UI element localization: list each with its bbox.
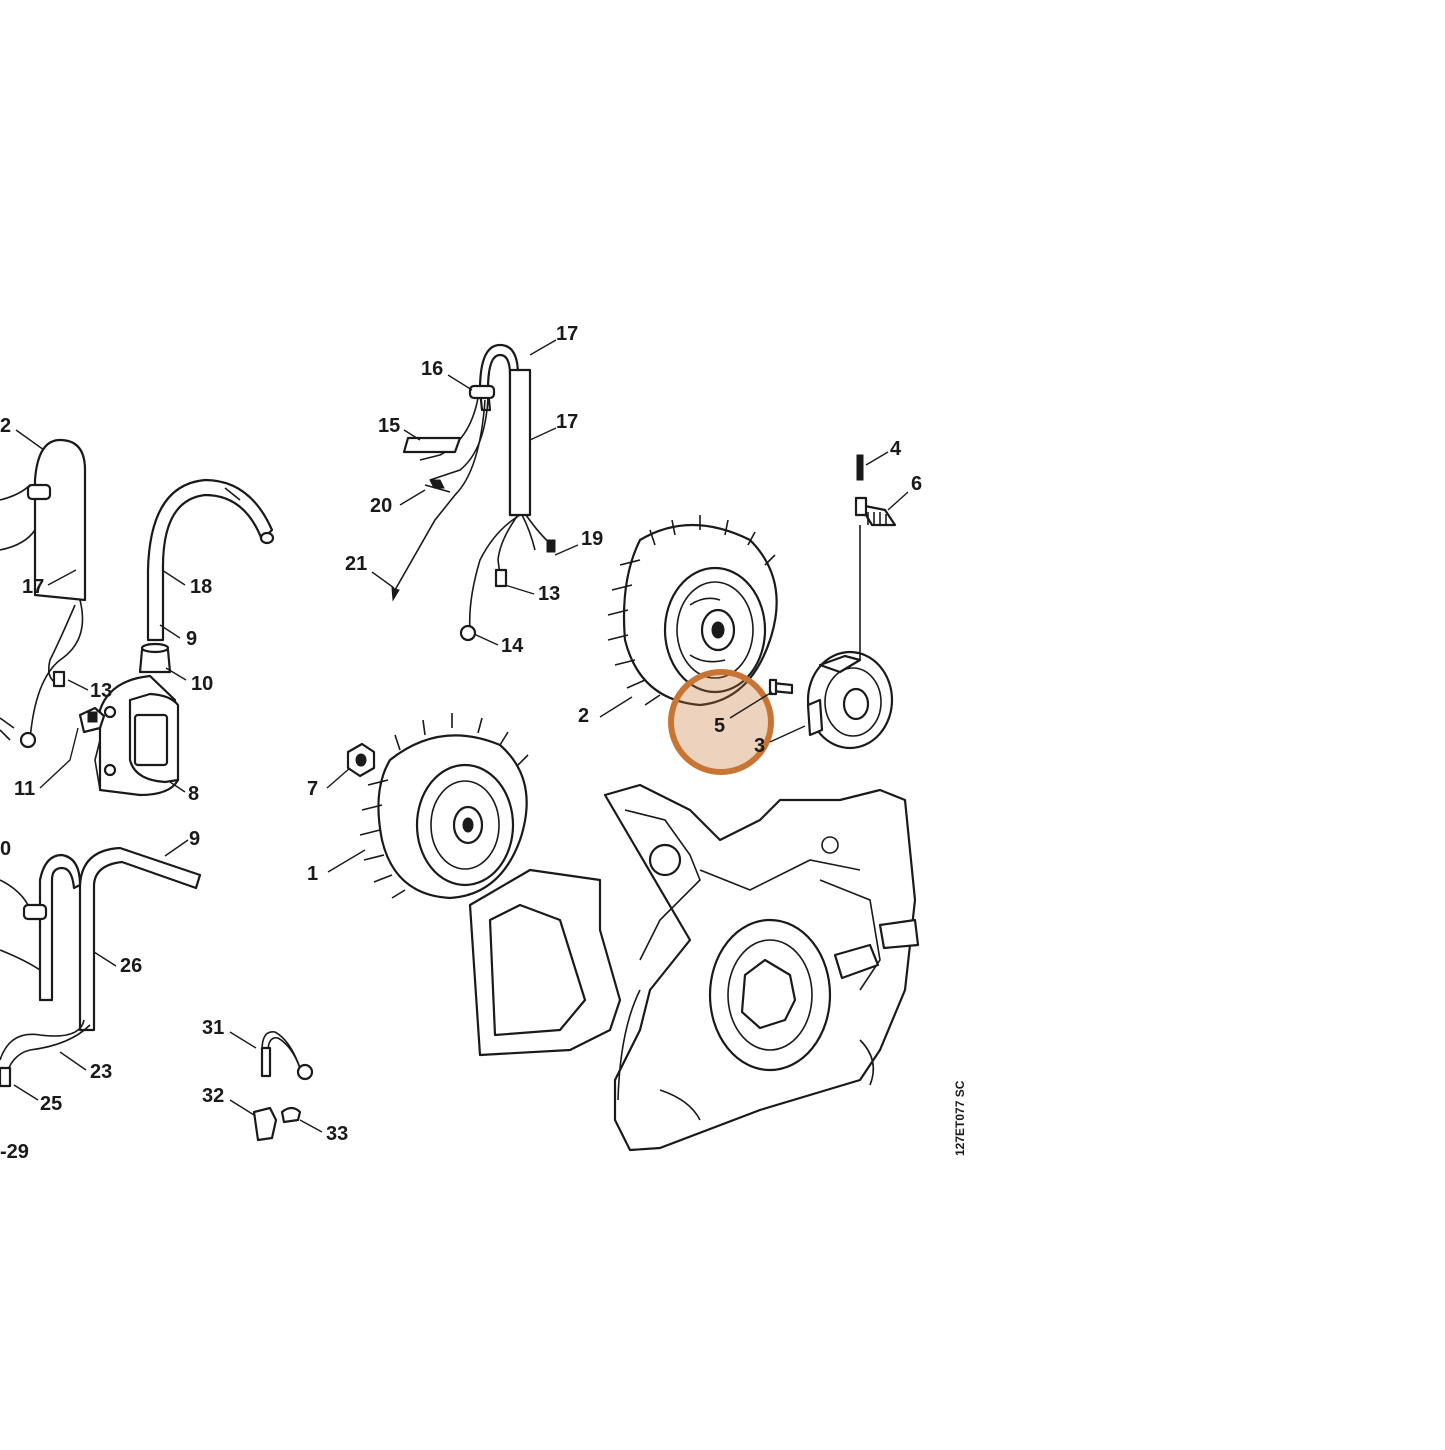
- callout-17-lead: 18: [190, 576, 212, 598]
- crankcase-housing: [468, 783, 920, 1152]
- callout-labels: 17 16 17 15 20 21 19 13 14 2 5 3 4 6 7 1…: [0, 323, 922, 1163]
- flywheel-nut: [346, 742, 376, 778]
- callout-8: 8: [188, 783, 199, 805]
- callout-33: 33: [326, 1123, 348, 1145]
- callout-31: 31: [202, 1017, 224, 1039]
- callout-29: -29: [0, 1141, 29, 1163]
- left-lower-harness: [0, 846, 202, 1088]
- callout-15: 15: [378, 415, 400, 437]
- callout-6: 6: [911, 473, 922, 495]
- callout-32: 32: [202, 1085, 224, 1107]
- callout-17: 17: [556, 411, 578, 433]
- small-parts: [252, 1106, 302, 1142]
- callout-20-left: 0: [0, 838, 11, 860]
- callout-9-lower: 9: [189, 828, 200, 850]
- callout-25: 25: [40, 1093, 62, 1115]
- callout-21: 21: [345, 553, 367, 575]
- callout-3: 3: [754, 735, 765, 757]
- callout-13: 13: [538, 583, 560, 605]
- callout-16: 16: [421, 358, 443, 380]
- callout-19: 19: [581, 528, 603, 550]
- flywheel-lower: [359, 713, 529, 900]
- callout-2-left: 2: [0, 415, 11, 437]
- drawing-code: 127ET077 SC: [953, 1080, 967, 1156]
- ignition-lead-assembly: [138, 478, 275, 674]
- ground-wire: [260, 1031, 314, 1081]
- terminal-connector: [78, 706, 106, 734]
- leader-lines: [13, 339, 909, 1133]
- callout-20: 20: [370, 495, 392, 517]
- callout-18: 17: [556, 323, 578, 345]
- callout-26: 26: [120, 955, 142, 977]
- flywheel-upper: [607, 515, 778, 707]
- highlight-circle: [668, 669, 774, 775]
- center-wiring-harness: [391, 343, 556, 642]
- callout-11: 11: [14, 778, 35, 800]
- callout-4: 4: [890, 438, 902, 460]
- callout-7: 7: [307, 778, 318, 800]
- screw: [768, 678, 794, 696]
- callout-14: 14: [501, 635, 524, 657]
- callout-9-upper: 9: [186, 628, 197, 650]
- callout-23: 23: [90, 1061, 112, 1083]
- callout-5: 5: [714, 715, 725, 737]
- starter-pawl-assembly: [806, 454, 897, 750]
- callout-10: 10: [191, 673, 213, 695]
- ignition-module: [94, 674, 180, 797]
- callout-13-left: 13: [90, 680, 112, 702]
- callout-17-left: 17: [22, 576, 44, 598]
- callout-1: 1: [307, 863, 318, 885]
- callout-2: 2: [578, 705, 589, 727]
- left-upper-harness: [0, 438, 87, 749]
